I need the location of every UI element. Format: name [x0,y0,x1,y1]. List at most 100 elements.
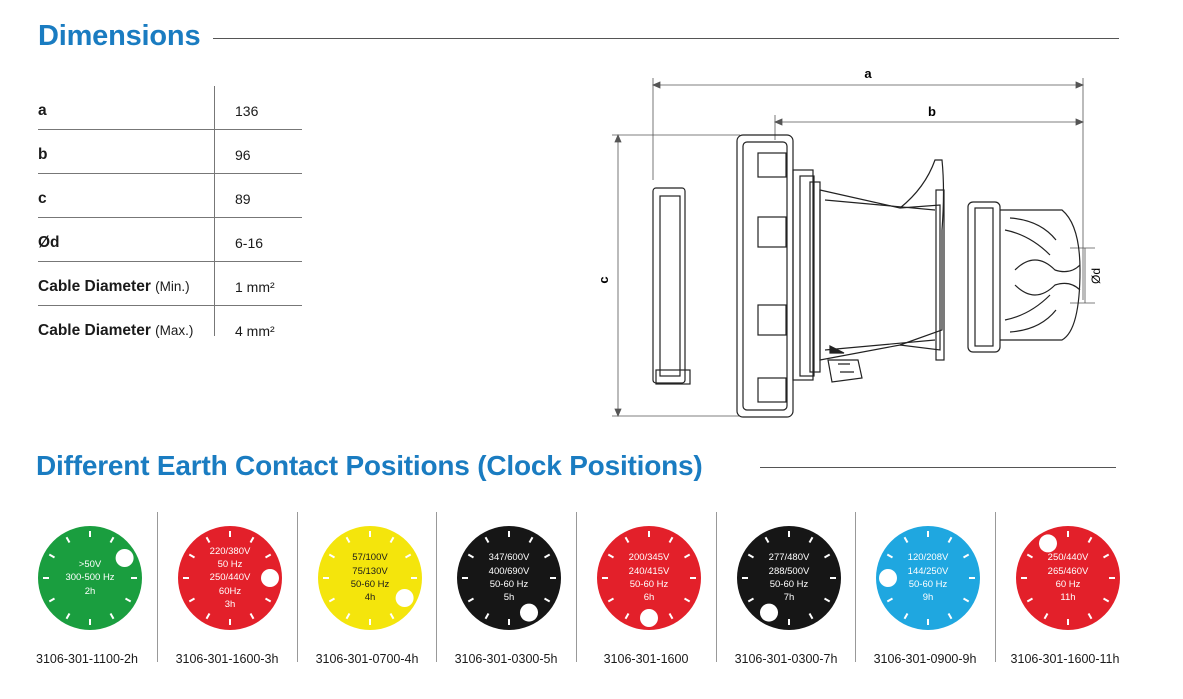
part-number: 3106-301-0300-5h [454,652,558,666]
dimension-value: 136 [235,103,259,119]
rating-line: 60 Hz [1055,579,1081,590]
hour-tick [684,597,691,603]
dimension-label-text: a [38,102,47,119]
hour-tick [808,613,814,620]
hour-tick [824,553,831,559]
hour-tick [684,553,691,559]
rating-line: 50-60 Hz [350,579,390,590]
hour-tick [963,553,970,559]
hour-tick [544,597,551,603]
hour-tick [963,597,970,603]
part-number: 3106-301-0900-9h [873,652,977,666]
dimension-line-c [612,133,740,418]
hour-tick [109,613,115,620]
hour-tick [48,597,55,603]
clock-dial [876,526,980,630]
hour-tick [205,613,211,620]
rating-line: 75/130V [352,565,388,577]
clock-dial [178,526,282,630]
hour-tick [467,553,474,559]
dimension-row: a 136 [38,86,302,130]
rating-line: 277/480V [768,552,810,564]
dimension-label: Cable Diameter (Max.) [38,322,193,340]
plug-drawing: a b c Ød [600,66,1103,418]
hour-tick [947,536,953,543]
title-rule [213,38,1119,39]
column-divider [576,512,577,662]
hour-tick [528,536,534,543]
hour-tick [747,553,754,559]
dimension-line-d [1070,247,1095,304]
column-divider [297,512,298,662]
hour-tick [624,613,630,620]
rating-line: 6h [643,592,655,604]
rating-line: 11h [1060,592,1076,604]
rating-line: 250/440V [209,572,251,584]
hour-tick [624,536,630,543]
rating-line: 240/415V [628,565,670,577]
rating-line: 265/460V [1047,565,1089,577]
hour-tick [1087,613,1093,620]
hour-tick [65,613,71,620]
column-divider [855,512,856,662]
rating-line: 50-60 Hz [629,579,669,590]
hour-tick [484,536,490,543]
earth-contact-marker [760,603,778,622]
dimension-label-text: c [38,190,47,207]
earth-positions-title: Different Earth Contact Positions (Clock… [36,450,703,481]
rating-line: 400/690V [488,565,530,577]
title-rule [760,467,1116,468]
label-a: a [864,66,872,81]
dimension-row: Cable Diameter (Max.) 4 mm² [38,306,302,349]
dimension-label-qualifier: (Min.) [155,279,190,294]
hour-tick [345,536,351,543]
rating-line: 288/500V [768,565,810,577]
rating-line: 50-60 Hz [908,579,948,590]
hour-tick [125,597,132,603]
dial-face [737,526,841,630]
part-number: 3106-301-1600-3h [175,652,279,666]
rating-line: 5h [503,592,515,604]
hour-tick [668,536,674,543]
dimension-value: 4 mm² [235,323,275,339]
rating-line: 9h [922,592,934,604]
hour-tick [544,553,551,559]
rating-line: 7h [783,592,795,604]
dimension-line-a [651,78,1085,300]
hour-tick [328,597,335,603]
earth-contact-marker [879,569,897,587]
hour-tick [345,613,351,620]
rating-line: 57/100V [352,552,388,564]
dimension-label-text: b [38,146,48,163]
hour-tick [903,536,909,543]
rating-line: 300-500 Hz [65,572,115,584]
dial-face [457,526,561,630]
label-c: c [600,276,611,283]
dimensions-title: Dimensions [38,20,201,52]
hour-tick [389,536,395,543]
rating-line: 50-60 Hz [769,579,809,590]
clock-dial [597,526,701,630]
hour-tick [249,536,255,543]
hour-tick [188,553,195,559]
hour-tick [824,597,831,603]
hour-tick [265,553,272,559]
column-divider [157,512,158,662]
table-divider [214,86,215,336]
rating-line: 2h [84,585,96,597]
earth-contact-marker [261,569,279,587]
label-d: Ød [1089,268,1103,284]
dimension-label-text: Cable Diameter [38,278,151,295]
hour-tick [328,553,335,559]
